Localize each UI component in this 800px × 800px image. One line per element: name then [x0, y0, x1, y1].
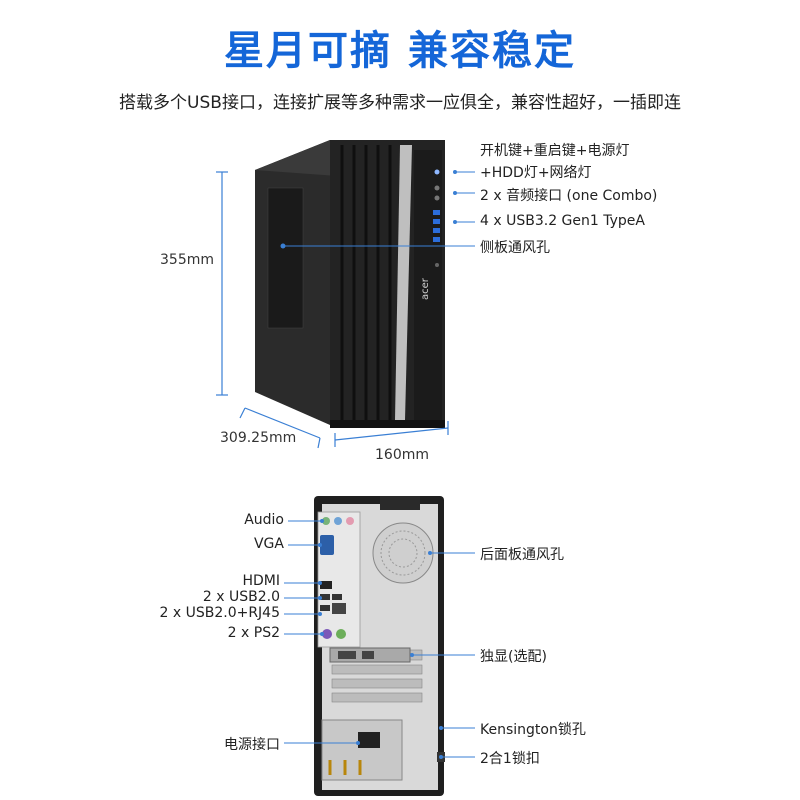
- callout-usb20-rj45: 2 x USB2.0+RJ45: [159, 605, 281, 621]
- front-ports: [433, 169, 440, 267]
- callout-ps2: 2 x PS2: [227, 625, 280, 641]
- callout-usb32-ports: 4 x USB3.2 Gen1 TypeA: [480, 213, 645, 229]
- callout-side-vent: 侧板通风孔: [480, 240, 550, 256]
- rear-fan-vent-icon: [372, 522, 434, 584]
- depth-dimension-line: [239, 407, 321, 449]
- usb-port-icon: [320, 594, 330, 600]
- callout-power-reset-led: 开机键+重启键+电源灯: [480, 143, 630, 159]
- brand-logo: acer: [420, 277, 431, 300]
- depth-dimension-label: 309.25mm: [220, 430, 297, 446]
- rear-right-leaders: [412, 552, 475, 758]
- page-title: 星月可摘 兼容稳定: [224, 28, 576, 74]
- callout-usb20: 2 x USB2.0: [202, 589, 280, 605]
- io-shield: [317, 511, 361, 648]
- rear-left-leaders: [284, 520, 358, 744]
- width-dimension-label: 160mm: [375, 447, 429, 463]
- side-vent-icon: [267, 187, 304, 329]
- callout-kensington-lock: Kensington锁孔: [480, 722, 586, 738]
- callout-audio-ports: 2 x 音频接口 (one Combo): [480, 188, 658, 204]
- callout-discrete-graphics: 独显(选配): [480, 649, 547, 665]
- ps2-port-icon: [322, 629, 332, 639]
- callout-vga: VGA: [253, 536, 284, 552]
- height-dimension-line: [216, 171, 228, 396]
- psu-module: [321, 719, 403, 781]
- audio-jacks-icon: [322, 517, 354, 525]
- page-subtitle: 搭载多个USB接口，连接扩展等多种需求一应俱全，兼容性超好，一插即连: [119, 93, 681, 113]
- callout-hdmi: HDMI: [242, 573, 280, 589]
- vga-port-icon: [320, 535, 334, 555]
- power-socket-icon: [358, 732, 380, 748]
- callout-audio: Audio: [244, 512, 284, 528]
- callout-2in1-lock: 2合1锁扣: [480, 751, 540, 767]
- hdmi-port-icon: [320, 581, 332, 589]
- callout-rear-vent: 后面板通风孔: [480, 547, 564, 563]
- height-dimension-label: 355mm: [160, 252, 214, 268]
- callout-hdd-network-led: +HDD灯+网络灯: [480, 165, 592, 181]
- rj45-port-icon: [332, 603, 346, 614]
- width-dimension-line: [334, 421, 449, 447]
- callout-power-connector: 电源接口: [224, 737, 280, 753]
- front-leaders: [283, 171, 475, 247]
